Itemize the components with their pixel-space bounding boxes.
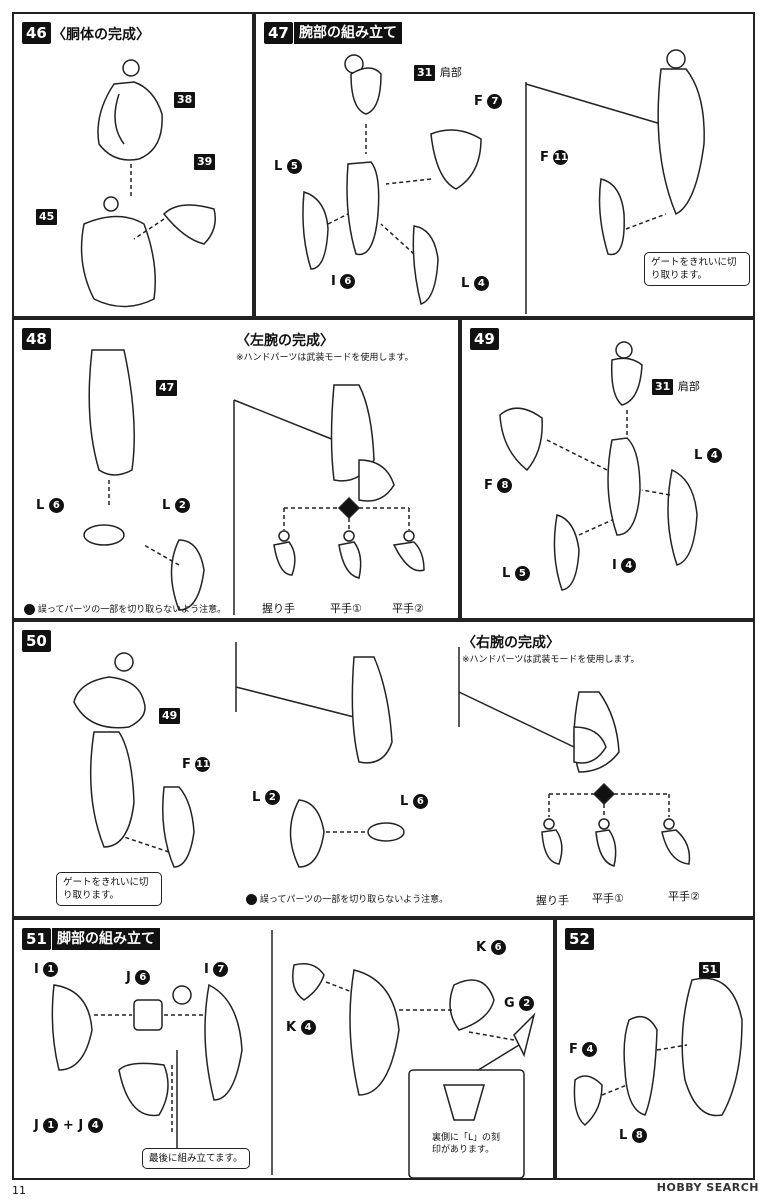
- part-39-tag: 39: [194, 154, 216, 170]
- part-l6-label: L 6: [400, 794, 428, 809]
- hand-flat2-caption: 平手②: [392, 602, 424, 615]
- part-k6-label: K 6: [476, 940, 506, 955]
- step-number: 49: [470, 328, 499, 350]
- step-50-panel: 50 49 F 11 ゲートをきれいに切り取ります。 L 2 L 6 誤ってパー…: [12, 620, 755, 918]
- step-number: 50: [22, 630, 51, 652]
- hand-grip-caption: 握り手: [536, 894, 569, 907]
- step-46-panel: 46 〈胴体の完成〉 38 39 45: [12, 12, 254, 318]
- left-arm-title: 〈左腕の完成〉: [236, 333, 334, 349]
- caution-note: 誤ってパーツの一部を切り取らないよう注意。: [246, 892, 448, 905]
- part-f11-label: F 11: [182, 757, 211, 772]
- step-number: 46: [22, 22, 51, 44]
- step-47-panel: 47 腕部の組み立て 31 肩部 F 7 L 5 I 6 L 4 F 11 ゲー…: [254, 12, 755, 318]
- part-f8-label: F 8: [484, 478, 513, 493]
- step-title: 腕部の組み立て: [294, 22, 402, 44]
- step-number: 47: [264, 22, 293, 44]
- hand-grip-caption: 握り手: [262, 602, 295, 615]
- part-f11-label: F 11: [540, 150, 569, 165]
- part-l8-label: L 8: [619, 1128, 647, 1143]
- part-l4-label: L 4: [461, 276, 489, 291]
- step-52-panel: 52 51 F 4 L 8: [555, 918, 755, 1180]
- part-g2-label: G 2: [504, 996, 535, 1011]
- part-i7-label: I 7: [204, 962, 229, 977]
- caution-icon: [24, 604, 35, 615]
- page-number: 11: [12, 1184, 26, 1197]
- part-47-tag: 47: [156, 380, 178, 396]
- part-31-label: 31 肩部: [652, 378, 700, 395]
- hand-flat2-caption: 平手②: [668, 890, 700, 903]
- part-i4-label: I 4: [612, 558, 637, 573]
- part-l5-label: L 5: [502, 566, 530, 581]
- part-51-tag: 51: [699, 962, 721, 978]
- part-j6-label: J 6: [126, 970, 151, 985]
- leg-completion-illustration: [573, 977, 743, 1126]
- watermark: HOBBY SEARCH: [656, 1181, 759, 1194]
- part-j1-j4-label: J 1 + J 4: [34, 1118, 103, 1133]
- part-l2-label: L 2: [162, 498, 190, 513]
- hand-parts-note: ※ハンドパーツは武装モードを使用します。: [462, 655, 640, 665]
- assemble-last-note: 最後に組み立てます。: [142, 1148, 250, 1169]
- part-i6-label: I 6: [331, 274, 356, 289]
- part-l4-label: L 4: [694, 448, 722, 463]
- hand-parts-note: ※ハンドパーツは武装モードを使用します。: [236, 353, 414, 363]
- part-k4-label: K 4: [286, 1020, 316, 1035]
- torso-illustration: [80, 59, 216, 308]
- part-f4-label: F 4: [569, 1042, 598, 1057]
- part-f7-label: F 7: [474, 94, 503, 109]
- part-l6-label: L 6: [36, 498, 64, 513]
- arm-assembly-illustration: [302, 49, 705, 314]
- step-number: 51: [22, 928, 51, 950]
- right-arm-completion-illustration: [73, 642, 691, 868]
- part-38-tag: 38: [174, 92, 196, 108]
- part-45-tag: 45: [36, 209, 58, 225]
- step-49-panel: 49 31 肩部 L 4 F 8 I 4 L 5: [460, 318, 755, 620]
- part-l2-label: L 2: [252, 790, 280, 805]
- step-title: 〈胴体の完成〉: [52, 27, 150, 43]
- hand-flat1-caption: 平手①: [330, 602, 362, 615]
- gate-note: ゲートをきれいに切り取ります。: [644, 252, 750, 286]
- step-number: 48: [22, 328, 51, 350]
- gate-note: ゲートをきれいに切り取ります。: [56, 872, 162, 906]
- step-48-panel: 48 47 L 6 L 2 誤ってパーツの一部を切り取らないよう注意。 〈左腕の…: [12, 318, 460, 620]
- leg-assembly-illustration: [51, 930, 536, 1179]
- hand-flat1-caption: 平手①: [592, 892, 624, 905]
- caution-note: 誤ってパーツの一部を切り取らないよう注意。: [24, 602, 226, 615]
- l-stamp-note: 裏側に「L」の刻印があります。: [432, 1133, 501, 1155]
- step-51-panel: 51 脚部の組み立て I 1 J 6 I 7 J 1 + J 4 最後に組み立て…: [12, 918, 555, 1180]
- right-arm-title: 〈右腕の完成〉: [462, 635, 560, 651]
- right-arm-assembly-illustration: [499, 341, 698, 591]
- caution-icon: [246, 894, 257, 905]
- part-l5-label: L 5: [274, 159, 302, 174]
- step-title: 脚部の組み立て: [52, 928, 160, 950]
- step-number: 52: [565, 928, 594, 950]
- part-31-label: 31 肩部: [414, 64, 462, 81]
- part-49-tag: 49: [159, 708, 181, 724]
- part-i1-label: I 1: [34, 962, 59, 977]
- left-arm-illustration: [83, 349, 425, 615]
